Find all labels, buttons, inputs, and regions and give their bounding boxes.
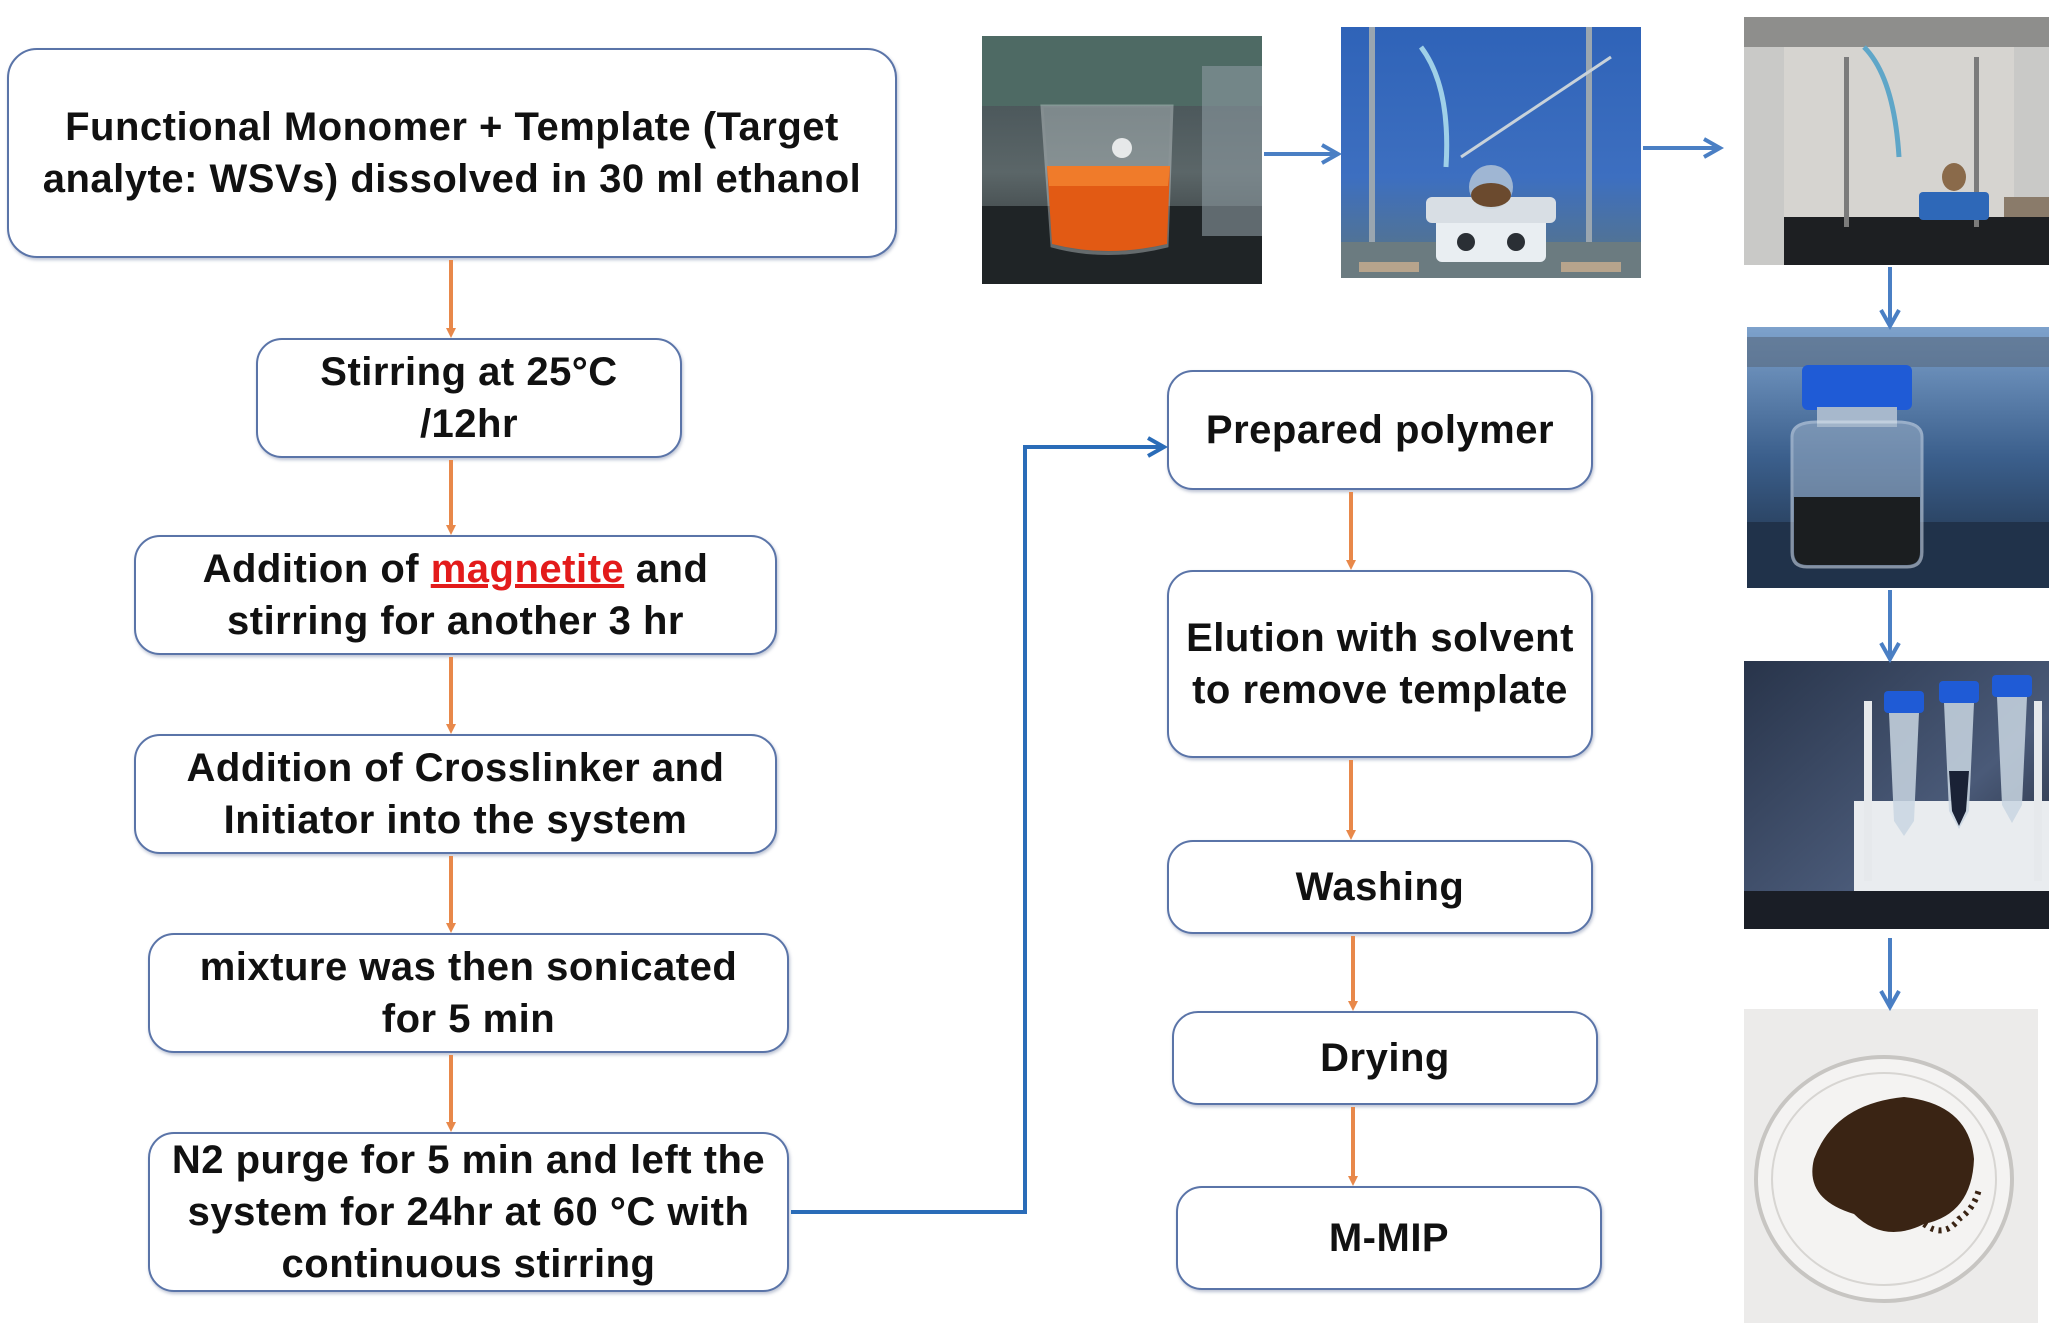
step-prepared-polymer: Prepared polymer — [1167, 370, 1593, 490]
step-stirring-line1: Stirring at 25°C — [320, 350, 618, 394]
step-elution-label: Elution with solvent to remove template — [1186, 616, 1574, 712]
step-m-mip-label: M-MIP — [1328, 1216, 1450, 1260]
step-add-magnetite-suffix: and stirring for another 3 hr — [227, 547, 709, 643]
photo-beaker — [982, 36, 1262, 284]
step-add-magnetite-label: Addition of magnetite and stirring for a… — [176, 543, 736, 647]
photo-bottle — [1747, 327, 2049, 588]
step-monomer-template: Functional Monomer + Template (Target an… — [7, 48, 897, 258]
step-washing-label: Washing — [1295, 865, 1465, 909]
step-n2-purge-label: N2 purge for 5 min and left the system f… — [171, 1138, 766, 1286]
photo-fume-hood — [1744, 17, 2049, 265]
step-sonication-label: mixture was then sonicated for 5 min — [199, 945, 738, 1041]
photo-petri-dish — [1744, 1009, 2038, 1323]
step-stirring: Stirring at 25°C /12hr — [256, 338, 682, 458]
step-elution: Elution with solvent to remove template — [1167, 570, 1593, 758]
step-drying: Drying — [1172, 1011, 1598, 1105]
magnetite-highlight: magnetite — [430, 547, 625, 591]
step-monomer-template-label: Functional Monomer + Template (Target an… — [42, 105, 862, 201]
step-crosslinker-label: Addition of Crosslinker and Initiator in… — [186, 746, 725, 842]
step-add-magnetite-prefix: Addition of — [202, 547, 431, 591]
step-add-magnetite: Addition of magnetite and stirring for a… — [134, 535, 777, 655]
step-sonication: mixture was then sonicated for 5 min — [148, 933, 789, 1053]
step-prepared-polymer-label: Prepared polymer — [1205, 408, 1555, 452]
photo-stirrer — [1341, 27, 1641, 278]
photo-centrifuge-tubes — [1744, 661, 2049, 929]
step-stirring-line2: /12hr — [419, 402, 519, 446]
step-m-mip: M-MIP — [1176, 1186, 1602, 1290]
step-drying-label: Drying — [1320, 1036, 1450, 1080]
step-crosslinker: Addition of Crosslinker and Initiator in… — [134, 734, 777, 854]
step-stirring-label: Stirring at 25°C /12hr — [320, 346, 617, 450]
connector-to-polymer — [791, 447, 1162, 1214]
step-washing: Washing — [1167, 840, 1593, 934]
step-n2-purge: N2 purge for 5 min and left the system f… — [148, 1132, 789, 1292]
